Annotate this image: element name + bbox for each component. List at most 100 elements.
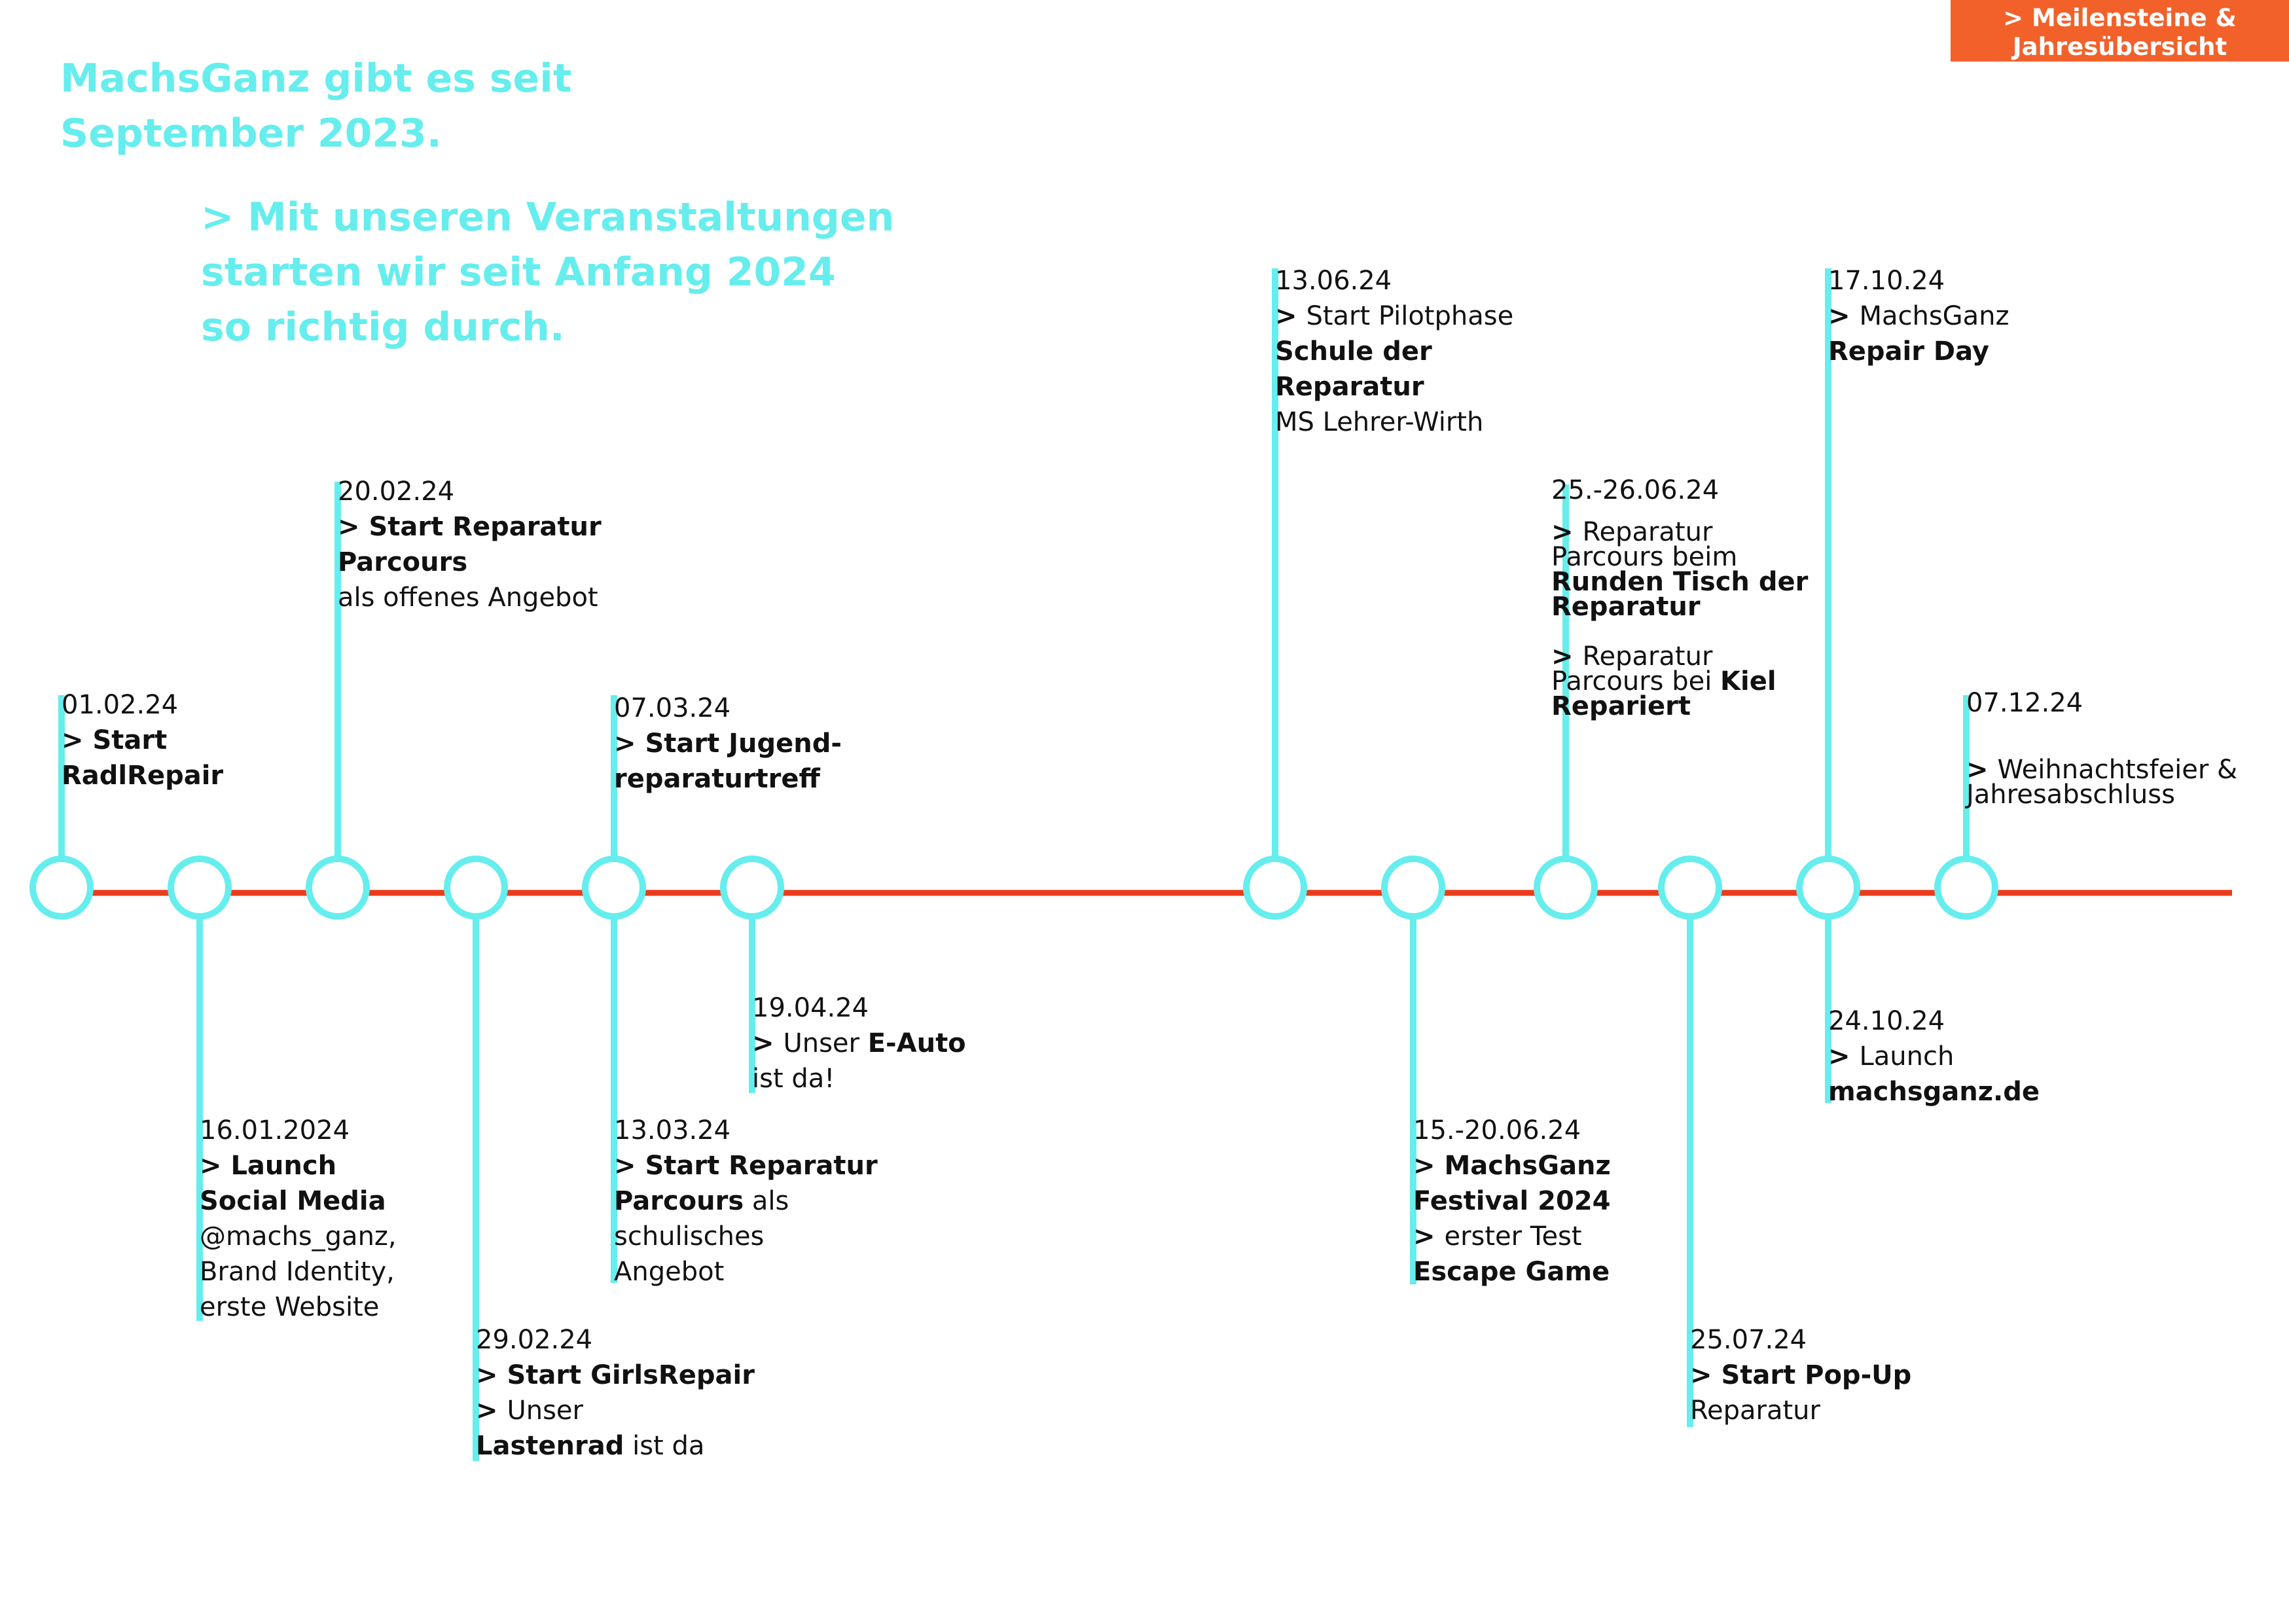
event-text-bold: Schule der <box>1275 336 1432 367</box>
event-text-bold: > <box>1551 517 1583 547</box>
event-text-line: > Launch <box>1828 1039 2040 1074</box>
event-text-line: Reparatur <box>1690 1393 1911 1428</box>
event-text-bold: Lastenrad <box>476 1431 624 1461</box>
lead-line-2: starten wir seit Anfang 2024 <box>201 249 836 295</box>
event-text-line: Repair Day <box>1828 334 2010 369</box>
event-text-line: > MachsGanz <box>1828 298 2010 334</box>
timeline-node <box>1243 856 1307 920</box>
event-text-line: > Unser <box>476 1393 755 1428</box>
event-text: schulisches <box>614 1221 765 1252</box>
event-text: Launch <box>1859 1041 1955 1072</box>
event-text-bold: Escape Game <box>1413 1257 1610 1287</box>
event-text: Parcours bei <box>1551 666 1721 696</box>
event-text-line: Parcours beim <box>1551 544 1808 570</box>
event-date: 25.-26.06.24 <box>1551 475 1720 505</box>
event-text-line: erste Website <box>200 1290 397 1325</box>
event-text-line: MS Lehrer-Wirth <box>1275 405 1513 440</box>
event-text-bold: > Start GirlsRepair <box>476 1360 755 1390</box>
timeline-node <box>720 856 784 920</box>
event-text-bold: > <box>476 1396 507 1426</box>
event-date: 07.03.24 <box>614 693 731 723</box>
event-text-line: Schule der <box>1275 334 1513 369</box>
event-text-line: > Start Reparatur <box>338 509 602 545</box>
event-text-line: > Weihnachtsfeier & <box>1966 755 2238 785</box>
timeline-node <box>444 856 508 920</box>
event-text-bold: > <box>1828 301 1860 331</box>
event-text: Weihnachtsfeier & <box>1997 755 2238 785</box>
event-date: 07.12.24 <box>1966 688 2083 718</box>
timeline-node <box>1381 856 1445 920</box>
event-text-bold: E-Auto <box>867 1028 966 1058</box>
event-text-line: reparaturtreff <box>614 761 842 797</box>
event-date: 13.03.24 <box>614 1115 731 1146</box>
event-text-line <box>1966 732 2237 757</box>
event-text-line: Parcours bei Kiel <box>1551 666 1808 696</box>
event-text-bold: Parcours <box>338 547 468 577</box>
event-text-bold: Social Media <box>200 1186 386 1216</box>
timeline-event: 24.10.24> Launch machsganz.de <box>1828 1003 2040 1110</box>
event-text-bold: > <box>1413 1221 1445 1252</box>
event-text-line: > Launch <box>200 1148 397 1183</box>
event-date: 01.02.24 <box>62 690 179 720</box>
event-date: 20.02.24 <box>338 477 455 507</box>
event-text-line <box>1551 619 1808 644</box>
event-text-bold: > Start Jugend- <box>614 729 842 759</box>
timeline-node <box>1934 856 1998 920</box>
event-text-line: machsganz.de <box>1828 1074 2040 1110</box>
event-text-line: > Start Pilotphase <box>1275 298 1513 334</box>
timeline-node <box>1534 856 1598 920</box>
event-text-line: schulisches <box>614 1219 878 1254</box>
event-text: Unser <box>783 1028 868 1058</box>
event-text-line: Parcours <box>338 545 602 580</box>
event-text-line: Runden Tisch der <box>1551 569 1808 595</box>
event-text-line: Brand Identity, <box>200 1254 397 1290</box>
timeline-stems <box>58 268 1970 1461</box>
event-text-bold: Start <box>92 725 168 755</box>
event-date: 13.06.24 <box>1275 266 1392 296</box>
event-text-line: Jahresabschluss <box>1966 780 2237 810</box>
event-text-line: @machs_ganz, <box>200 1219 397 1254</box>
event-text-line: Angebot <box>614 1254 878 1290</box>
section-badge-line1: > Meilensteine & <box>2003 4 2237 32</box>
lead-heading: > Mit unseren Veranstaltungen starten wi… <box>201 190 894 355</box>
intro-line-2: September 2023. <box>60 111 442 156</box>
event-text: MS Lehrer-Wirth <box>1275 407 1484 437</box>
timeline-node <box>582 856 646 920</box>
event-text-line: > Start <box>62 723 223 758</box>
event-text-line: Lastenrad ist da <box>476 1428 755 1464</box>
event-date: 15.-20.06.24 <box>1413 1115 1581 1146</box>
event-text-bold: > Start Reparatur <box>338 512 602 542</box>
event-text-bold: > <box>752 1028 784 1058</box>
event-text: Unser <box>507 1396 583 1426</box>
event-text: ist da! <box>752 1064 835 1094</box>
event-text-line: > Start Jugend- <box>614 726 842 761</box>
event-date: 19.04.24 <box>752 993 869 1023</box>
event-text-line: Reparatur <box>1551 594 1808 620</box>
event-text: Reparatur <box>1582 641 1713 672</box>
event-text-bold: > MachsGanz <box>1413 1151 1611 1181</box>
event-text-bold: > Start Pop-Up <box>1690 1360 1912 1390</box>
event-text-line: als offenes Angebot <box>338 580 602 615</box>
event-text-bold: Reparatur <box>1275 372 1424 402</box>
event-text-bold: Kiel <box>1720 666 1776 696</box>
event-text: Reparatur <box>1690 1396 1820 1426</box>
event-text: Jahresabschluss <box>1966 780 2175 810</box>
event-text: Start Pilotphase <box>1306 301 1514 331</box>
event-text-bold: > <box>1275 301 1307 331</box>
timeline-event: 07.12.24 > Weihnachtsfeier &Jahresabschl… <box>1966 688 2238 810</box>
event-text-bold: reparaturtreff <box>614 764 820 794</box>
event-text-bold: > <box>62 725 93 755</box>
event-text-bold: machsganz.de <box>1828 1077 2040 1107</box>
lead-line-3: so richtig durch. <box>201 304 565 350</box>
